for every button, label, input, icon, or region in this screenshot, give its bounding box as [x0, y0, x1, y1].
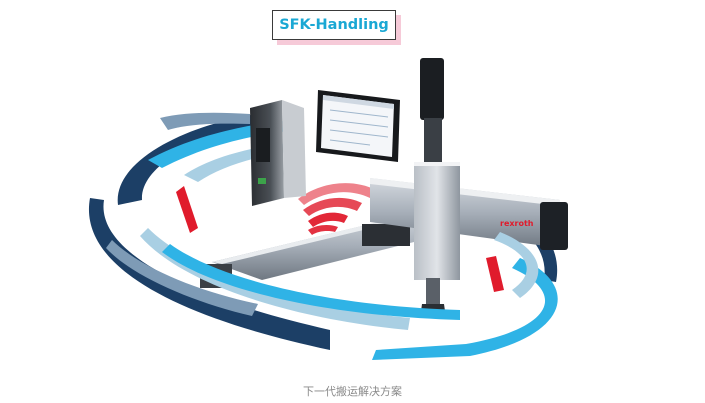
signal-waves — [176, 183, 504, 292]
vertical-column — [414, 162, 460, 280]
brand-label: rexroth — [500, 219, 534, 228]
vertical-motor — [420, 58, 444, 120]
vertical-axis — [414, 58, 460, 318]
ring-arc-steel-upper — [160, 112, 250, 130]
controller-led — [258, 178, 266, 184]
signal-wave-1 — [308, 212, 348, 227]
signal-pulse-left — [176, 186, 198, 233]
drive-controller — [250, 100, 306, 206]
image-caption-text: 下一代搬运解决方案 — [303, 385, 402, 398]
image-caption: 下一代搬运解决方案 — [0, 383, 705, 399]
ring-arc-navy-lower-left — [88, 198, 330, 350]
signal-wave-2 — [303, 197, 362, 216]
ring-arc-steel-lower — [106, 240, 258, 316]
vertical-column-upper — [424, 118, 442, 166]
tablet-device — [316, 90, 400, 162]
tablet-screen-header — [323, 95, 394, 109]
page-title-text: SFK-Handling — [279, 17, 389, 33]
ring-segments-front — [88, 198, 558, 360]
base-rail — [200, 212, 470, 288]
horizontal-arm-motor — [540, 202, 568, 250]
ring-arc-light-lower — [140, 228, 410, 330]
vertical-column-edge — [414, 162, 460, 166]
ring-arc-light-right — [494, 232, 539, 298]
controller-side — [282, 100, 306, 198]
signal-pulse-right — [486, 256, 504, 292]
signal-wave-4 — [308, 225, 338, 235]
vertical-rod — [426, 278, 440, 304]
signal-wave-3 — [298, 183, 376, 205]
base-rail-carriage — [362, 224, 410, 246]
ring-arc-cyan-lower — [162, 244, 460, 320]
page-title: SFK-Handling — [272, 10, 396, 40]
ring-arc-cyan-right — [372, 258, 558, 360]
controller-panel — [256, 128, 270, 162]
